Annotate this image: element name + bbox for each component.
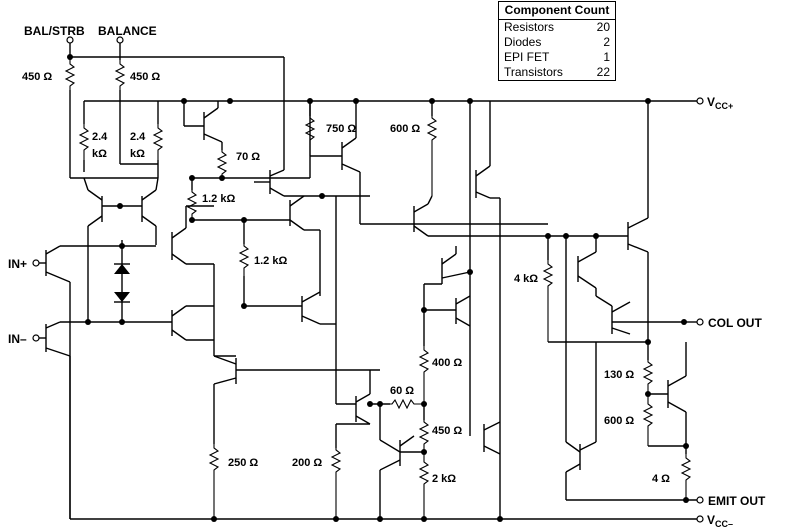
- label-r750: 750 Ω: [326, 123, 356, 135]
- output-stage: [542, 101, 700, 501]
- pin-emit-out: EMIT OUT: [708, 494, 766, 508]
- pin-bal-strb: BAL/STRB: [24, 24, 85, 38]
- junction-dots: [67, 54, 689, 522]
- bal-strb-network: [64, 40, 285, 178]
- label-r1k2-b: 1.2 kΩ: [254, 255, 287, 267]
- label-r600-top: 600 Ω: [390, 123, 420, 135]
- clamp-diodes: [114, 240, 130, 322]
- label-r1k2-a: 1.2 kΩ: [202, 193, 235, 205]
- label-r130: 130 Ω: [604, 369, 634, 381]
- top-left-transistors: [183, 101, 370, 197]
- central-column: [418, 101, 501, 519]
- label-r4k: 4 kΩ: [514, 273, 538, 285]
- label-r4: 4 Ω: [652, 473, 670, 485]
- middle-stage: [238, 101, 337, 404]
- pin-vcc-plus: VCC+: [707, 95, 733, 111]
- label-r600-out: 600 Ω: [604, 415, 634, 427]
- input-stage: [36, 177, 172, 519]
- label-r400: 400 Ω: [432, 357, 462, 369]
- stage-750: [304, 101, 628, 237]
- label-r450-mid: 450 Ω: [432, 425, 462, 437]
- label-r2k4-a-unit: kΩ: [92, 148, 107, 160]
- label-r2k4-b: 2.4: [130, 131, 146, 143]
- pin-in-plus: IN+: [8, 257, 27, 271]
- second-stage: [171, 177, 310, 356]
- label-r450-strb: 450 Ω: [130, 71, 160, 83]
- label-r450-bal: 450 Ω: [22, 71, 52, 83]
- label-r2k4-b-unit: kΩ: [130, 148, 145, 160]
- label-r250: 250 Ω: [228, 457, 258, 469]
- pin-vcc-minus: VCC–: [707, 513, 733, 529]
- lower-network: [208, 355, 424, 519]
- pin-terminals: [32, 36, 704, 523]
- label-r200: 200 Ω: [292, 457, 322, 469]
- component-count-title: Component Count: [499, 2, 615, 20]
- pin-balance: BALANCE: [98, 24, 157, 38]
- r-2k4-pair: [70, 101, 164, 179]
- pin-in-minus: IN–: [8, 332, 27, 346]
- label-r2k4-a: 2.4: [92, 131, 108, 143]
- label-r2k: 2 kΩ: [432, 473, 456, 485]
- label-r70: 70 Ω: [236, 151, 260, 163]
- label-r60: 60 Ω: [390, 385, 414, 397]
- pin-col-out: COL OUT: [708, 316, 762, 330]
